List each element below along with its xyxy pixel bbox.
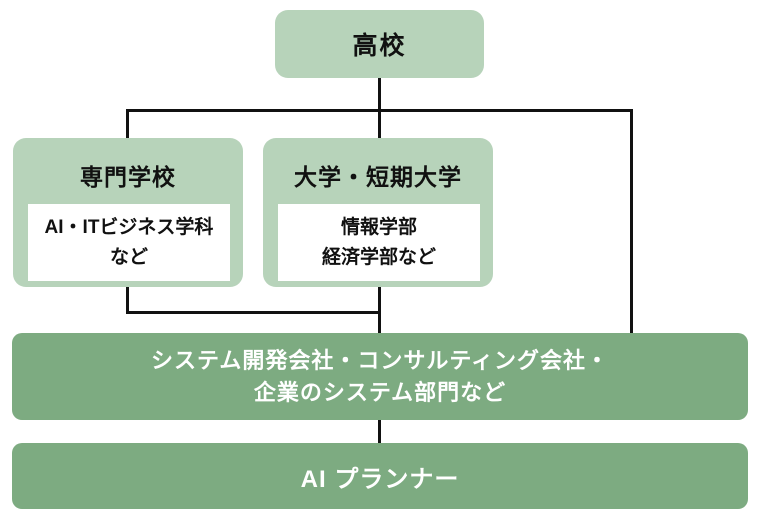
node-companies: システム開発会社・コンサルティング会社・ 企業のシステム部門など: [12, 333, 748, 420]
companies-label-line2: 企業のシステム部門など: [253, 379, 507, 405]
connector-companies-down: [378, 420, 381, 443]
node-university: 大学・短期大学 情報学部 経済学部など: [263, 138, 493, 287]
university-detail-line1: 情報学部: [340, 217, 417, 239]
university-detail: 情報学部 経済学部など: [278, 204, 480, 281]
vocational-detail-line2: など: [109, 246, 148, 268]
vocational-school-title: 専門学校: [80, 164, 176, 190]
connector-university-down: [378, 287, 381, 333]
connector-vocational-down: [126, 287, 129, 314]
connector-right-direct-path: [630, 109, 633, 333]
vocational-school-detail: AI・ITビジネス学科 など: [28, 204, 230, 281]
node-ai-planner: AI プランナー: [12, 443, 748, 509]
node-vocational-school: 専門学校 AI・ITビジネス学科 など: [13, 138, 243, 287]
companies-label-line1: システム開発会社・コンサルティング会社・: [150, 347, 610, 373]
connector-left-branch-down: [126, 109, 129, 138]
connector-merge-horizontal: [126, 311, 381, 314]
university-detail-line2: 経済学部など: [321, 246, 436, 268]
connector-highschool-down: [378, 78, 381, 138]
connector-branch-horizontal: [126, 109, 633, 112]
vocational-detail-line1: AI・ITビジネス学科: [44, 217, 214, 239]
node-highschool: 高校: [275, 10, 484, 78]
university-title: 大学・短期大学: [294, 164, 462, 190]
